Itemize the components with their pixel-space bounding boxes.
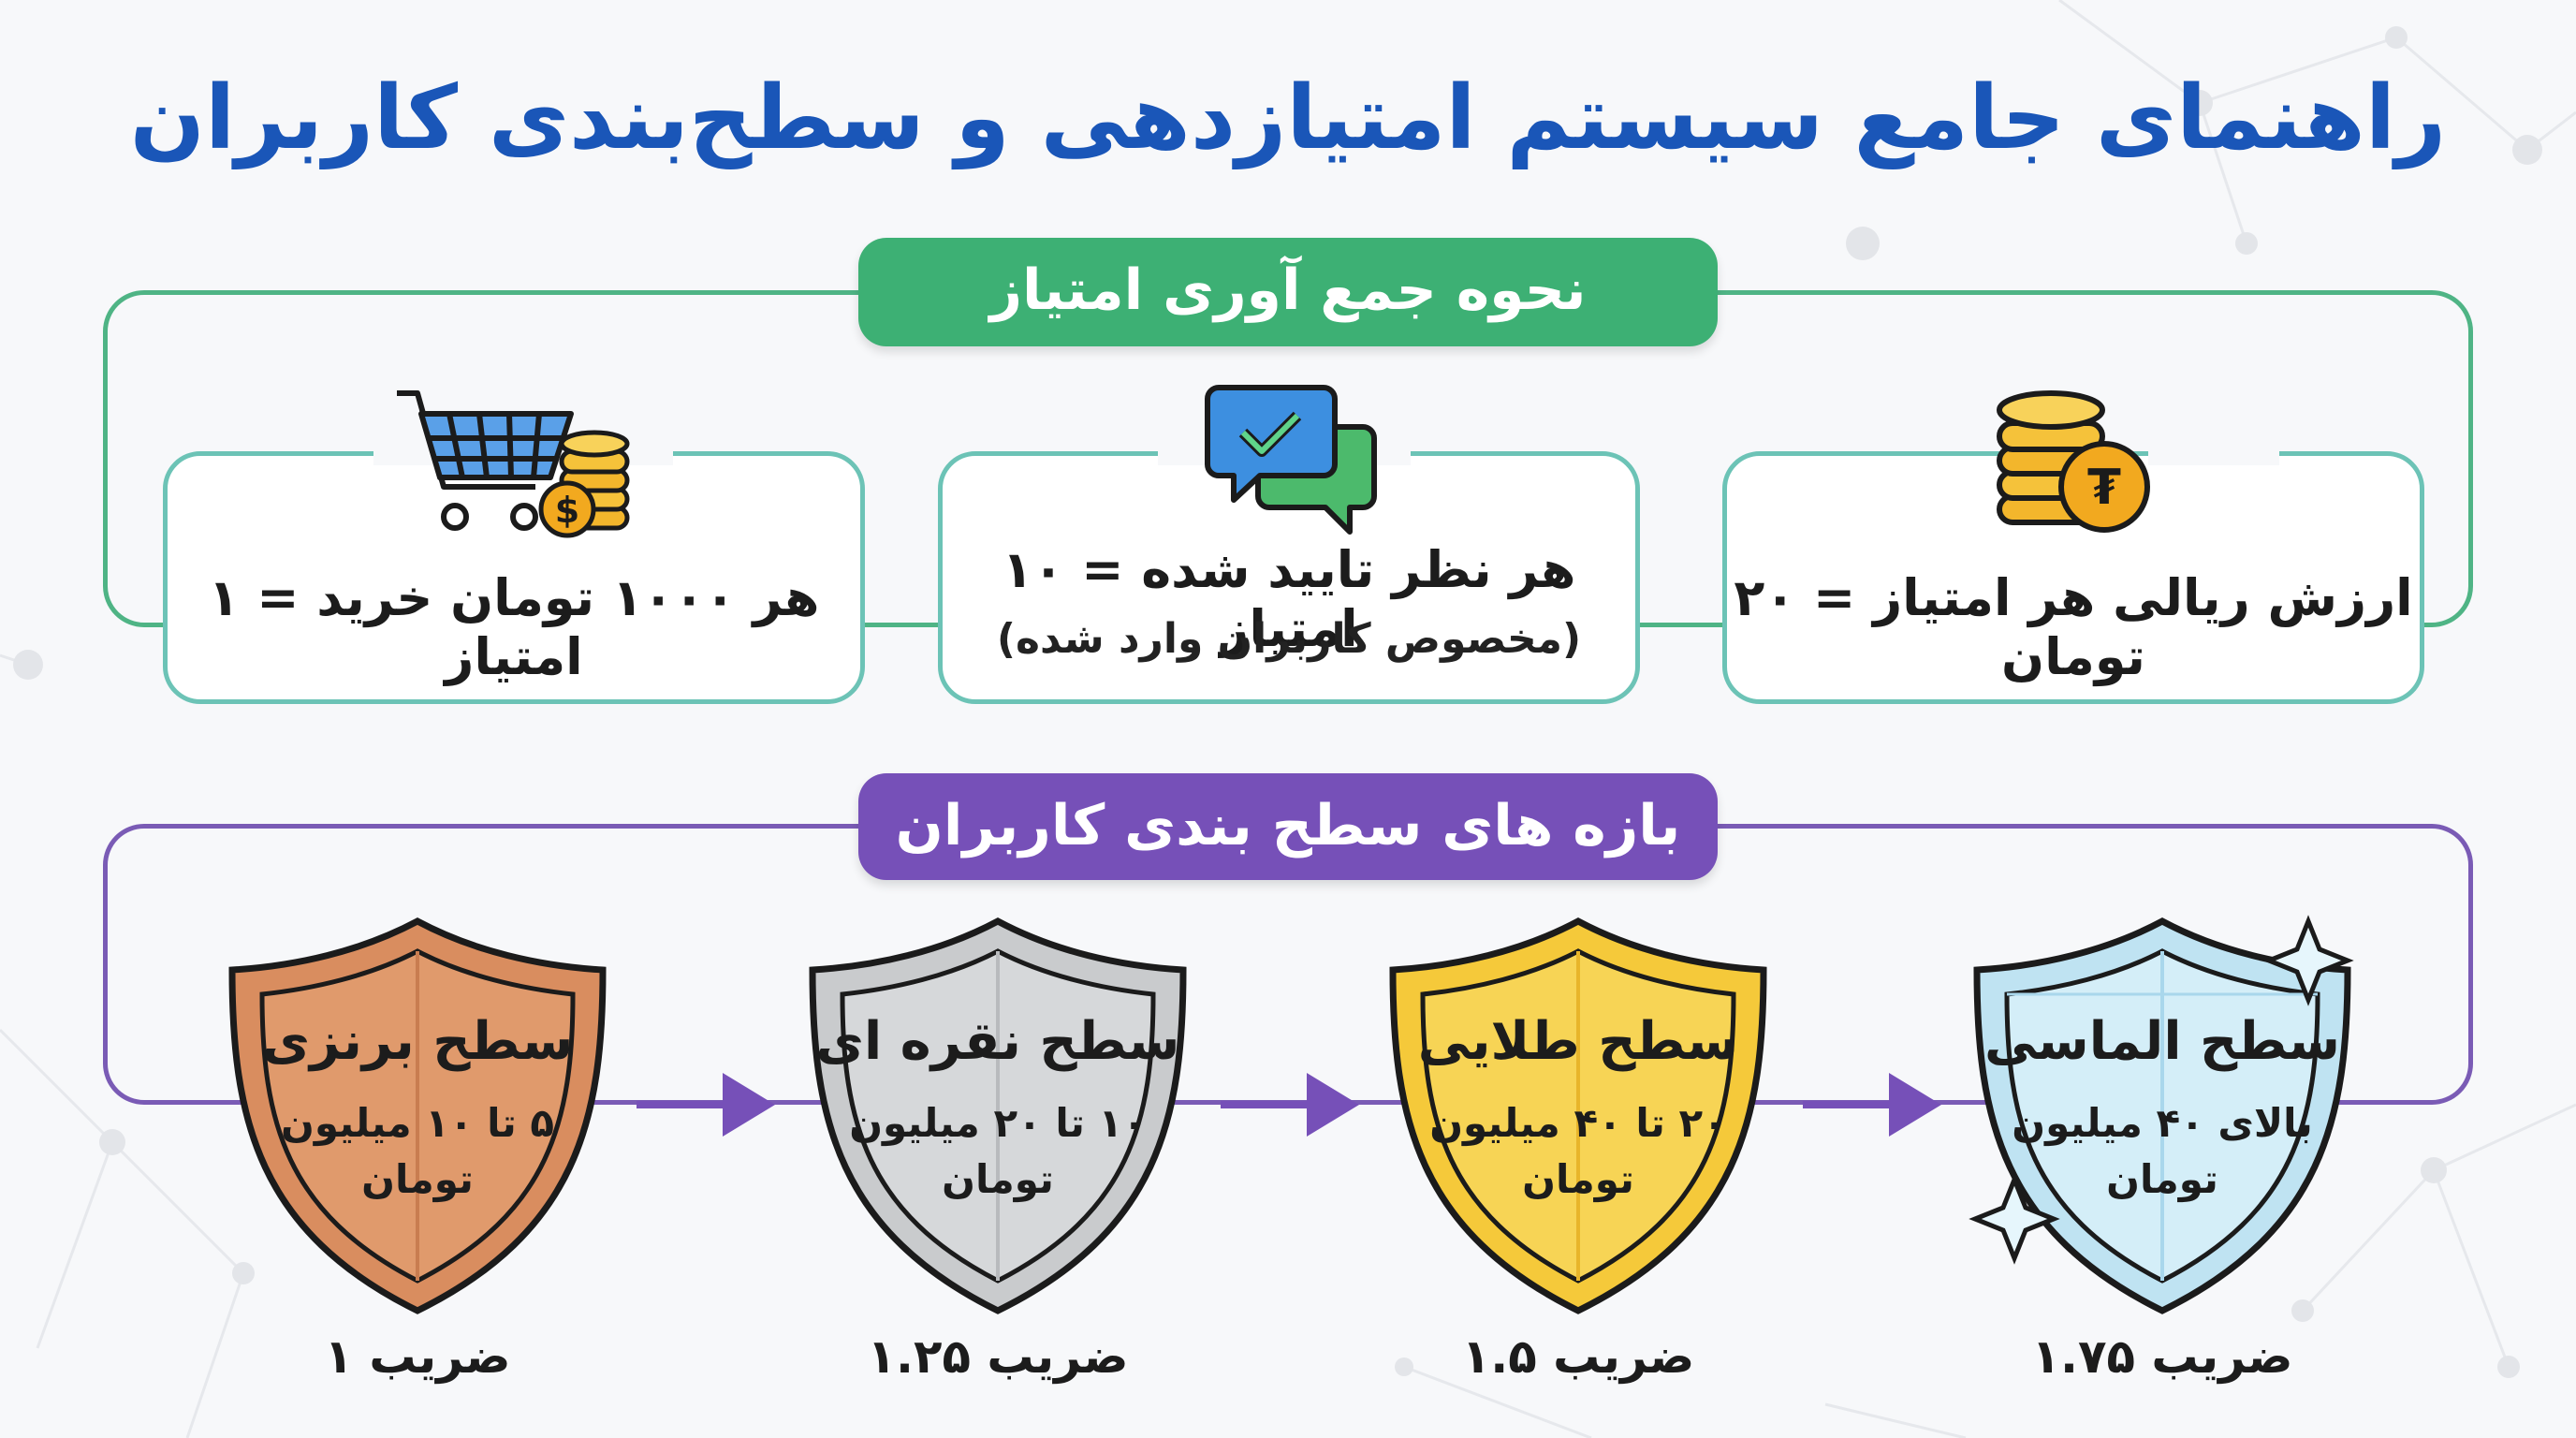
cart-coins-icon: $ <box>397 390 630 538</box>
bronze-shield-icon <box>228 917 607 1314</box>
card-purchase-points-text: هر ۱۰۰۰ تومان خرید = ۱ امتیاز <box>208 568 820 686</box>
level-bronze-range: ۵ تا ۱۰ میلیون تومان <box>281 1100 554 1202</box>
collect-section-heading: نحوه جمع آوری امتیاز <box>858 238 1718 346</box>
level-gold-range: ۲۰ تا ۴۰ میلیون تومان <box>1429 1100 1727 1202</box>
level-diamond-title: سطح الماسی <box>1984 1011 2340 1072</box>
level-bronze-multiplier: ضریب ۱ <box>324 1329 511 1384</box>
level-silver-range: ۱۰ تا ۲۰ میلیون تومان <box>849 1100 1147 1202</box>
levels-section-heading: بازه های سطح بندی کاربران <box>858 773 1718 880</box>
level-bronze-title: سطح برنزی <box>261 1011 574 1072</box>
level-gold-title: سطح طلایی <box>1417 1011 1739 1072</box>
gold-shield-icon <box>1389 917 1767 1314</box>
arrow-left-icon <box>1221 1073 1359 1137</box>
arrow-left-icon <box>1803 1073 1941 1137</box>
card-approved-comment: هر نظر تایید شده = ۱۰ امتیاز (مخصوص کارب… <box>938 447 1640 704</box>
level-gold: سطح طلایی ۲۰ تا ۴۰ میلیون تومان <box>1382 914 1775 1316</box>
level-gold-multiplier: ضریب ۱.۵ <box>1461 1329 1695 1384</box>
level-diamond: سطح الماسی بالای ۴۰ میلیون تومان <box>1966 914 2359 1316</box>
coins-toman-icon: ₮ <box>1997 390 2150 533</box>
svg-text:$: $ <box>555 490 579 531</box>
level-silver-title: سطح نقره ای <box>815 1011 1180 1072</box>
card-point-value-text: ارزش ریالی هر امتیاز = ۲۰ تومان <box>1734 568 2413 686</box>
chat-check-icon <box>1205 385 1377 535</box>
level-diamond-range: بالای ۴۰ میلیون تومان <box>2012 1100 2313 1202</box>
arrow-left-icon <box>637 1073 775 1137</box>
diamond-shield-icon <box>1969 915 2354 1314</box>
page-title: راهنمای جامع سیستم امتیازدهی و سطح‌بندی … <box>129 67 2447 169</box>
level-silver-multiplier: ضریب ۱.۲۵ <box>867 1329 1129 1384</box>
level-bronze: سطح برنزی ۵ تا ۱۰ میلیون تومان <box>221 914 614 1316</box>
level-diamond-multiplier: ضریب ۱.۷۵ <box>2031 1329 2293 1384</box>
silver-shield-icon <box>809 917 1187 1314</box>
level-silver: سطح نقره ای ۱۰ تا ۲۰ میلیون تومان <box>801 914 1194 1316</box>
card-approved-comment-text: هر نظر تایید شده = ۱۰ امتیاز <box>1002 540 1576 658</box>
svg-text:₮: ₮ <box>2087 460 2121 516</box>
card-approved-comment-sub: (مخصوص کاربران وارد شده) <box>996 615 1582 663</box>
